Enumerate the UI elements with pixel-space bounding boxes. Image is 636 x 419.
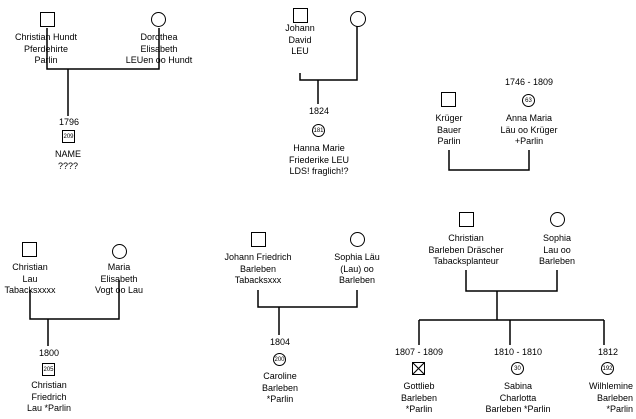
person-label: Sabina Charlotta Barleben *Parlin: [485, 381, 551, 414]
female-circle-icon: 181: [312, 124, 325, 137]
person-label: Christian Lau Tabacksxxxx: [4, 262, 56, 295]
person-label: Anna Maria Läu oo Krüger +Parlin: [500, 113, 558, 146]
male-square-icon: [251, 232, 266, 247]
life-years: 1807 - 1809: [394, 347, 444, 357]
life-years: 1796: [58, 117, 80, 127]
person-label: Christian Friedrich Lau *Parlin: [26, 380, 72, 413]
record-number: 181: [313, 128, 324, 134]
person-label: Wilhlemine Barleben *Parlin: [588, 381, 633, 414]
person-label: Christian Barleben Dräscher Tabacksplant…: [428, 233, 504, 266]
person-label: Krüger Bauer Parlin: [435, 113, 463, 146]
female-circle-icon: [112, 244, 127, 259]
family-5-couple-line: [465, 270, 558, 292]
family-2-couple-line: [448, 150, 530, 171]
male-square-icon: 205: [42, 363, 55, 376]
male-square-icon: 209: [62, 130, 75, 143]
cross-mark-icon: [413, 363, 424, 374]
person-label: Caroline Barleben *Parlin: [261, 371, 299, 404]
record-number: 192: [602, 366, 613, 372]
female-circle-icon: 30: [511, 362, 524, 375]
life-years: 1746 - 1809: [504, 77, 554, 87]
family-0-couple-line: [46, 28, 160, 70]
life-years: 1804: [269, 337, 291, 347]
female-circle-icon: [151, 12, 166, 27]
person-label: Dorothea Elisabeth LEUen oo Hundt: [125, 32, 193, 65]
life-years: 1812: [597, 347, 619, 357]
person-label: Sophia Lau oo Barleben: [538, 233, 576, 266]
person-label: Gottlieb Barleben *Parlin: [400, 381, 438, 414]
person-label: Hanna Marie Friederike LEU LDS! fraglich…: [288, 143, 350, 176]
record-number: 30: [514, 366, 521, 372]
female-circle-icon: 192: [601, 362, 614, 375]
male-square-icon: [459, 212, 474, 227]
person-label: NAME ????: [54, 149, 81, 171]
male-square-icon: [40, 12, 55, 27]
record-number: 205: [43, 367, 54, 373]
life-years: 1800: [38, 348, 60, 358]
family-4-couple-line: [257, 290, 358, 308]
person-label: Maria Elisabeth Vogt oo Lau: [94, 262, 144, 295]
life-years: 1824: [308, 106, 330, 116]
person-label: Johann David LEU: [285, 23, 315, 56]
life-years: 1810 - 1810: [493, 347, 543, 357]
record-number: 200: [274, 357, 285, 363]
family-3-couple-line: [29, 280, 120, 320]
family-1-couple-line: [299, 26, 358, 81]
male-square-icon: [441, 92, 456, 107]
female-circle-icon: 63: [522, 94, 535, 107]
person-label: Christian Hundt Pferdehirte Parlin: [14, 32, 78, 65]
male-square-icon: [293, 8, 308, 23]
female-circle-icon: [350, 232, 365, 247]
person-label: Johann Friedrich Barleben Tabacksxxx: [224, 252, 292, 285]
female-circle-icon: [550, 212, 565, 227]
male-square-icon: [22, 242, 37, 257]
female-circle-icon: 200: [273, 353, 286, 366]
record-number: 63: [525, 98, 532, 104]
person-label: Sophia Läu (Lau) oo Barleben: [334, 252, 380, 285]
female-circle-icon: [350, 11, 366, 27]
record-number: 209: [63, 134, 74, 140]
deceased-male-square-icon: [412, 362, 425, 375]
